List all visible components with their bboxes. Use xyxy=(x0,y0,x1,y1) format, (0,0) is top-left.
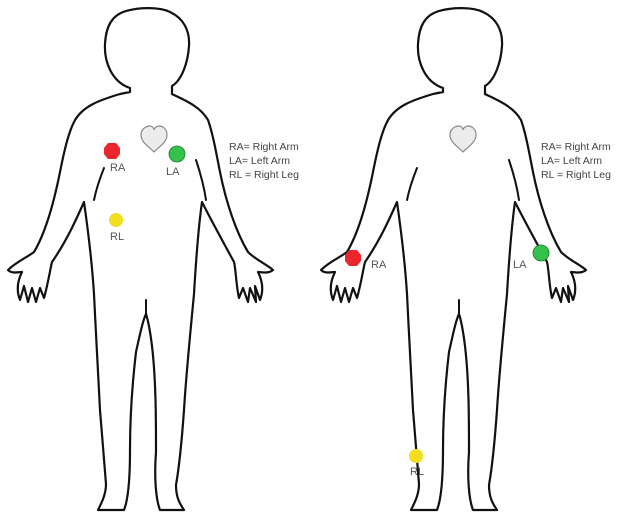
electrode-ra-label: RA xyxy=(110,162,126,174)
body-diagram-torso-placement: RA LA RL RA= Right Arm LA= Left Arm RL =… xyxy=(0,0,312,517)
body-figure-right: RA LA RL RA= Right Arm LA= Left Arm RL =… xyxy=(313,0,625,517)
electrode-la: LA xyxy=(513,245,549,271)
electrode-rl-marker xyxy=(409,449,423,463)
electrode-ra-label: RA xyxy=(371,259,387,271)
body-diagram-limb-placement: RA LA RL RA= Right Arm LA= Left Arm RL =… xyxy=(313,0,625,517)
electrode-la-label: LA xyxy=(513,259,527,271)
electrode-la-marker xyxy=(533,245,549,261)
legend: RA= Right Arm LA= Left Arm RL = Right Le… xyxy=(229,141,299,181)
legend-rl: RL = Right Leg xyxy=(541,169,611,181)
electrode-rl-marker xyxy=(109,213,123,227)
body-outline xyxy=(8,8,273,510)
body-figure-left: RA LA RL RA= Right Arm LA= Left Arm RL =… xyxy=(0,0,312,517)
electrode-la-label: LA xyxy=(166,166,180,178)
legend-la: LA= Left Arm xyxy=(541,155,602,167)
legend-ra: RA= Right Arm xyxy=(229,141,299,153)
electrode-la-marker xyxy=(169,146,185,162)
legend-ra: RA= Right Arm xyxy=(541,141,611,153)
electrode-ra-marker xyxy=(345,250,361,266)
legend-la: LA= Left Arm xyxy=(229,155,290,167)
electrode-rl-label: RL xyxy=(110,231,124,243)
electrode-ra-marker xyxy=(104,143,120,159)
legend-rl: RL = Right Leg xyxy=(229,169,299,181)
legend: RA= Right Arm LA= Left Arm RL = Right Le… xyxy=(541,141,611,181)
electrode-rl-label: RL xyxy=(410,466,424,478)
